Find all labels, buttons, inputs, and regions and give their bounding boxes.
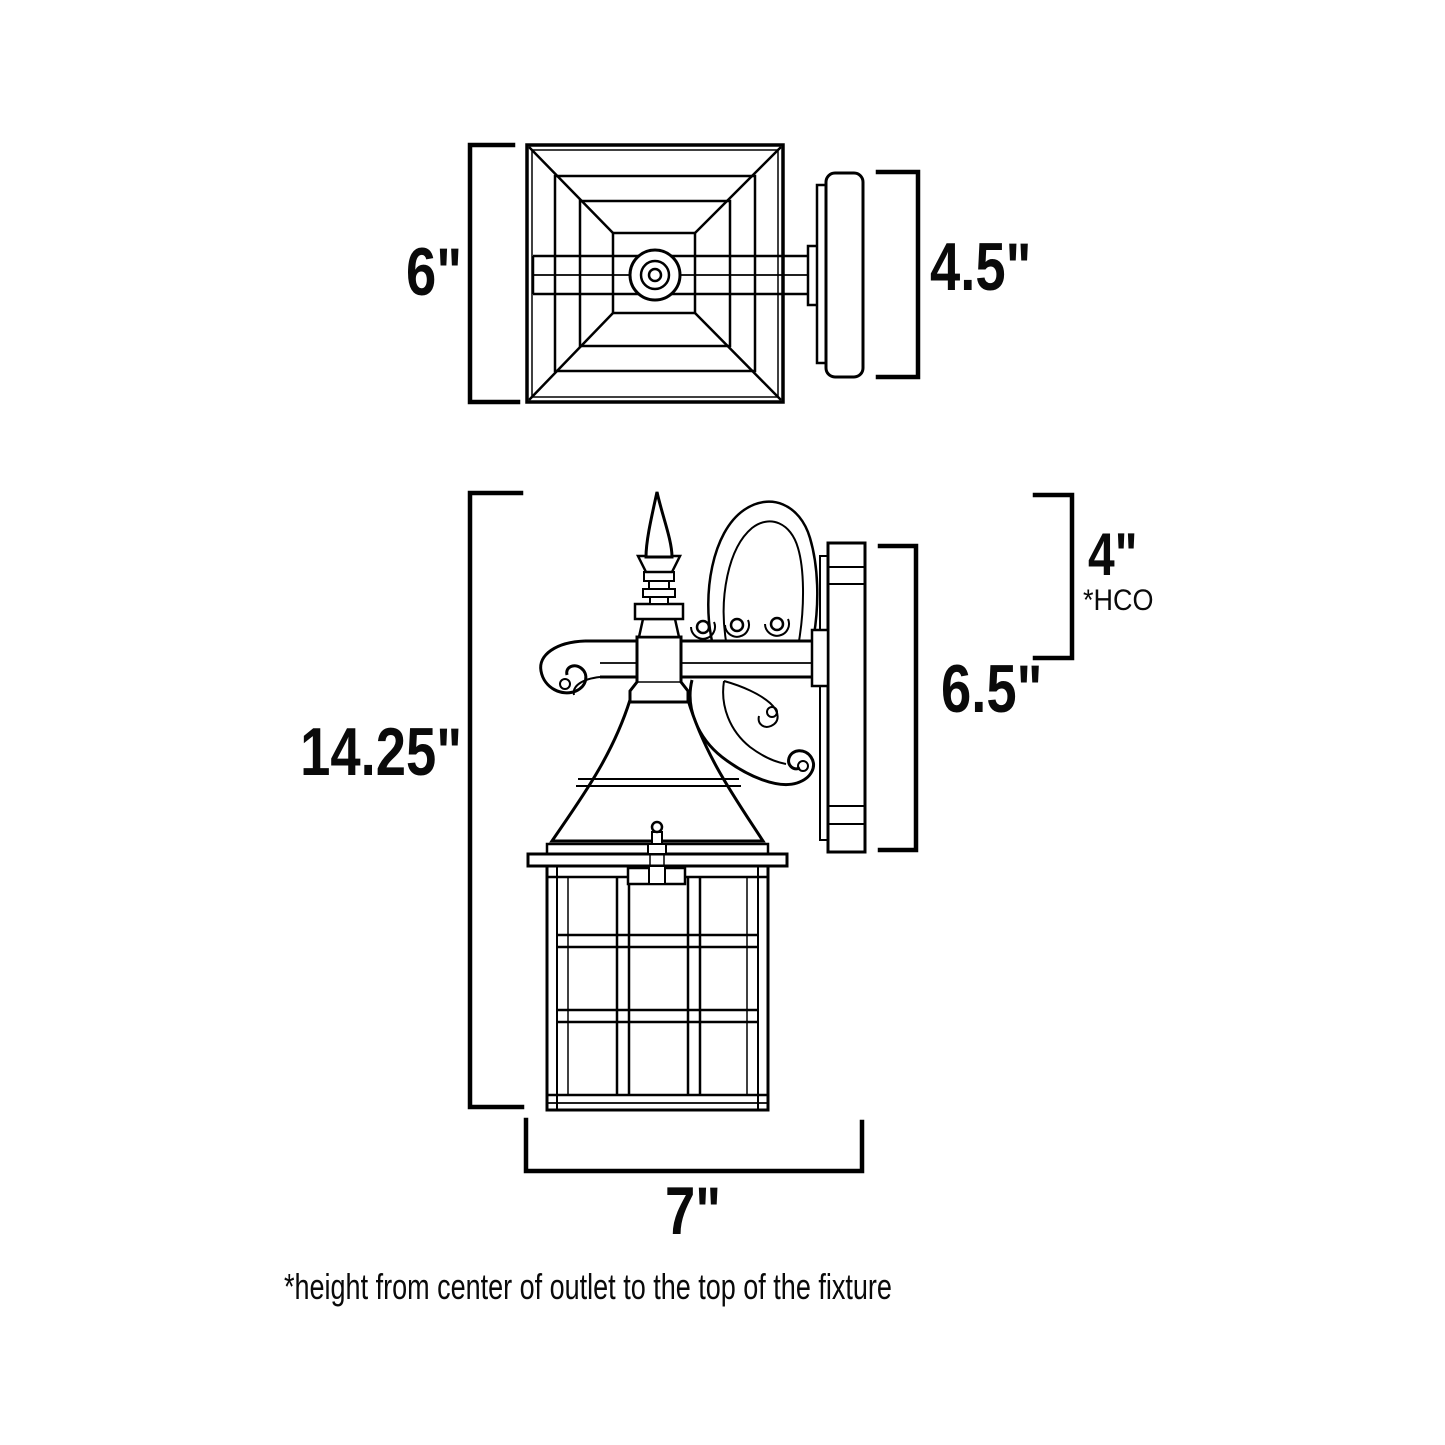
dim-label-top-width: 6" <box>405 234 462 310</box>
arm-hook-scroll <box>539 639 588 695</box>
dim-bracket-6-5 <box>877 543 919 853</box>
canopy-tier-3 <box>578 199 732 348</box>
top-view-drawing <box>467 142 921 405</box>
side-view-drawing <box>467 490 1075 1174</box>
hub-outer-circle <box>628 248 682 302</box>
backplate-top-view <box>824 171 865 379</box>
dim-bracket-14-25 <box>467 490 525 1110</box>
canopy-outer-square <box>525 143 785 404</box>
backplate-side-view <box>810 541 867 854</box>
arm-hook-eye <box>559 678 571 690</box>
cap-pin <box>647 820 667 885</box>
dim-label-top-depth: 4.5" <box>930 229 1032 305</box>
dim-bracket-7 <box>523 1117 865 1174</box>
dim-bracket-4-5 <box>875 169 921 380</box>
dim-label-side-height: 14.25" <box>300 714 462 790</box>
hub-mid-circle <box>639 259 671 291</box>
scroll-bracket-lower <box>688 679 815 787</box>
dim-note-hco: *HCO <box>1083 584 1154 617</box>
finial-spike <box>644 491 674 559</box>
dim-bracket-6 <box>467 142 521 405</box>
hub-inner-circle <box>647 267 663 283</box>
finial <box>628 491 690 704</box>
dim-label-side-depth: 7" <box>664 1173 722 1249</box>
finial-neck <box>637 617 681 639</box>
scroll-loop-upper <box>690 500 819 642</box>
finial-collar <box>633 602 685 621</box>
footnote-text: *height from center of outlet to the top… <box>284 1266 892 1307</box>
arm-mount-block <box>810 628 830 688</box>
finial-column <box>628 635 690 704</box>
bell-roof <box>549 698 766 843</box>
window-grid <box>557 877 758 1095</box>
dim-bracket-4-hco <box>1032 492 1075 661</box>
dim-label-backplate: 6.5" <box>941 651 1043 727</box>
canopy-tier-2 <box>553 174 757 373</box>
dim-label-hco: 4" <box>1088 521 1138 588</box>
lantern-body <box>545 864 770 1112</box>
canopy-center-square <box>611 231 697 315</box>
